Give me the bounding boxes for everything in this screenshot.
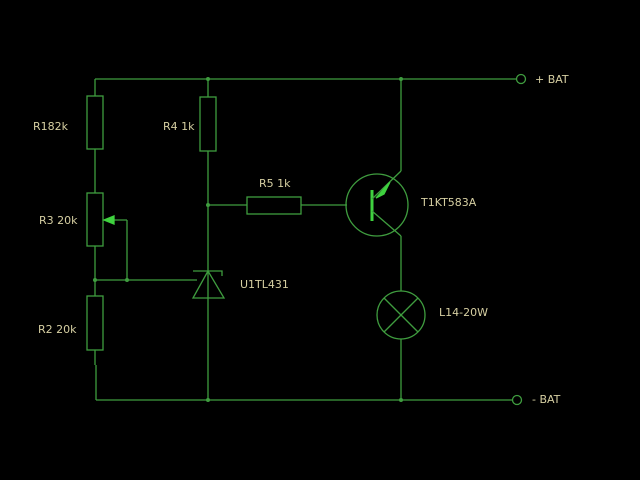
resistor-r4[interactable] bbox=[199, 96, 217, 152]
label-r2: R2 20k bbox=[38, 323, 77, 336]
label-r3: R3 20k bbox=[39, 214, 78, 227]
lamp-l1[interactable] bbox=[376, 290, 426, 340]
resistor-r1[interactable] bbox=[86, 95, 104, 150]
label-plus-bat: + BAT bbox=[535, 73, 569, 86]
label-r5: R5 1k bbox=[259, 177, 291, 190]
resistor-r2[interactable] bbox=[86, 295, 104, 351]
junction-dots bbox=[93, 77, 403, 402]
label-u1: U1TL431 bbox=[240, 278, 289, 291]
label-r4: R4 1k bbox=[163, 120, 195, 133]
label-minus-bat: - BAT bbox=[532, 393, 561, 406]
label-l1: L14-20W bbox=[439, 306, 488, 319]
zener-u1[interactable] bbox=[191, 269, 226, 299]
label-r1: R182k bbox=[33, 120, 69, 133]
terminal-minus-bat[interactable] bbox=[511, 394, 523, 406]
potentiometer-r3[interactable] bbox=[86, 192, 104, 247]
wiper-arrow-icon bbox=[102, 215, 115, 225]
terminal-plus-bat[interactable] bbox=[515, 73, 527, 85]
resistor-r5[interactable] bbox=[246, 196, 302, 215]
transistor-t1[interactable] bbox=[345, 170, 409, 237]
label-t1: T1KT583A bbox=[421, 196, 477, 209]
wires bbox=[94, 78, 517, 401]
